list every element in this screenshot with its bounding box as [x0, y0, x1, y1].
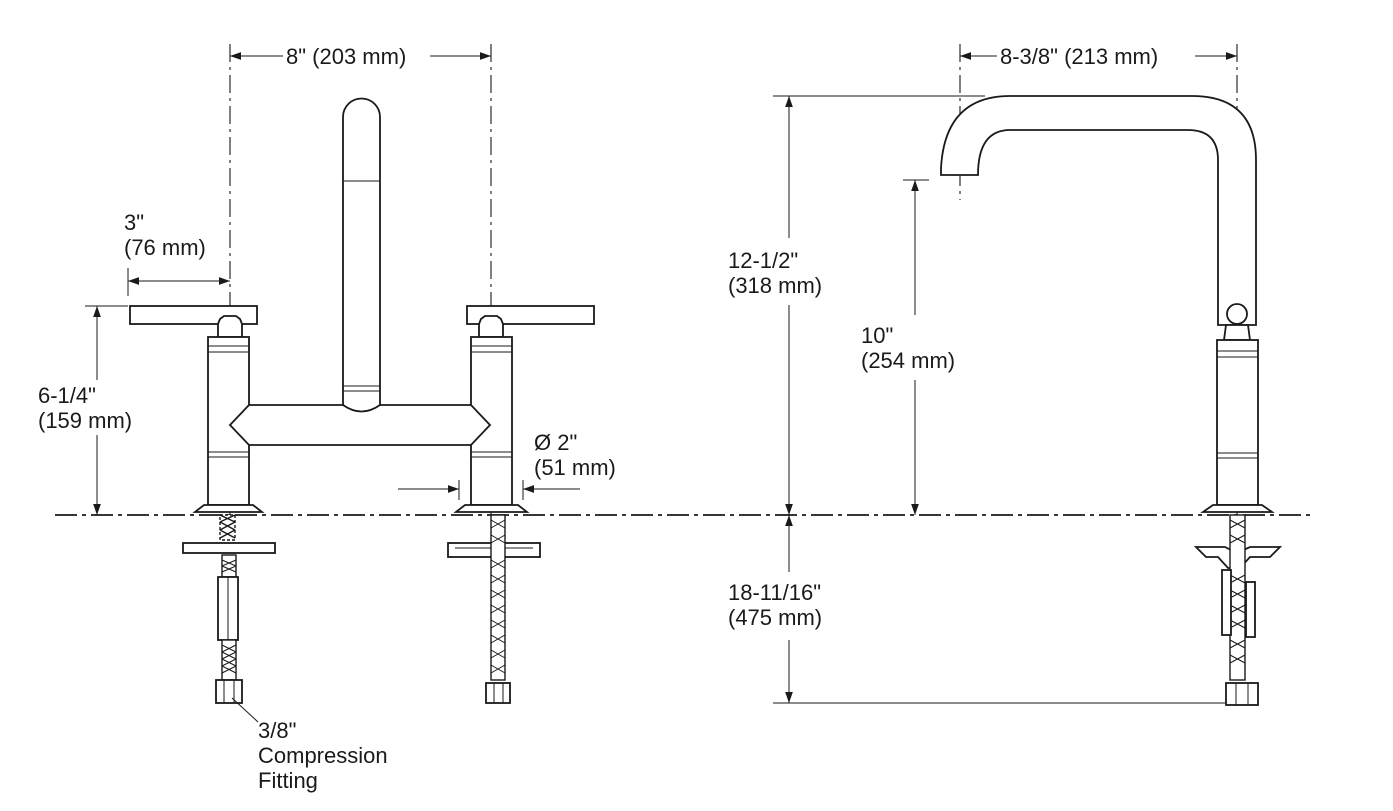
handle-reach-label: 3" (76 mm) — [124, 210, 206, 260]
supply-length-label: 18-11/16" (475 mm) — [725, 580, 826, 630]
base-diameter-label: Ø 2" (51 mm) — [534, 430, 616, 480]
spout-height-mm: (318 mm) — [728, 273, 823, 298]
side-view — [773, 44, 1283, 706]
handle-height-in: 6-1/4" — [38, 383, 96, 408]
handle-height-mm: (159 mm) — [38, 408, 133, 433]
fitting-callout: 3/8" Compression Fitting — [258, 718, 388, 793]
fitting-callout-line1: 3/8" — [258, 718, 297, 743]
handle-reach-in: 3" — [124, 210, 145, 235]
handle-height-label: 6-1/4" (159 mm) — [35, 383, 136, 433]
base-diameter-in: Ø 2" — [534, 430, 578, 455]
spout-clearance-in: 10" — [861, 323, 894, 348]
fitting-callout-line3: Fitting — [258, 768, 318, 793]
spread-dimension: 8" (203 mm) — [283, 44, 410, 69]
handle-reach-mm: (76 mm) — [124, 235, 206, 260]
spout-height-label: 12-1/2" (318 mm) — [725, 248, 826, 298]
spout-clearance-mm: (254 mm) — [861, 348, 956, 373]
front-view — [85, 44, 595, 723]
fitting-callout-line2: Compression — [258, 743, 388, 768]
supply-length-in: 18-11/16" — [728, 580, 822, 605]
spout-clearance-label: 10" (254 mm) — [858, 323, 959, 373]
spout-reach-dimension: 8-3/8" (213 mm) — [997, 44, 1162, 69]
supply-length-mm: (475 mm) — [728, 605, 823, 630]
spout-height-in: 12-1/2" — [728, 248, 799, 273]
base-diameter-mm: (51 mm) — [534, 455, 616, 480]
